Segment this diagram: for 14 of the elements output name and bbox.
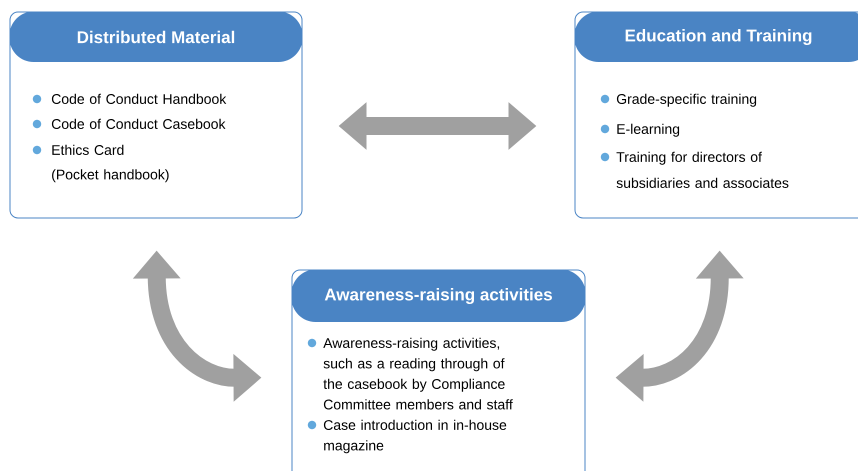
- bullet-item: Code of Conduct Casebook: [32, 118, 226, 129]
- card: [292, 270, 586, 471]
- card-header: Awareness-raising activities: [292, 270, 586, 322]
- card-header: Education and Training: [574, 12, 858, 62]
- card: [10, 12, 302, 218]
- bullet-item: E-learning: [600, 124, 680, 137]
- bullet-item: Training for directors of subsidiaries and associates: [600, 152, 788, 188]
- bullet-item: Case introduction in in-house magazine: [308, 420, 506, 454]
- bullet-item: Awareness-raising activities, such as a reading through of the casebook by Compliance Committee members and staff: [308, 338, 513, 410]
- card-header: Distributed Material: [10, 12, 302, 62]
- bullet-item: Code of Conduct Handbook: [32, 94, 226, 104]
- bullet-item: Grade-specific training: [600, 94, 756, 107]
- card: [574, 12, 858, 218]
- bullet-item: Ethics Card (Pocket handbook): [32, 144, 169, 182]
